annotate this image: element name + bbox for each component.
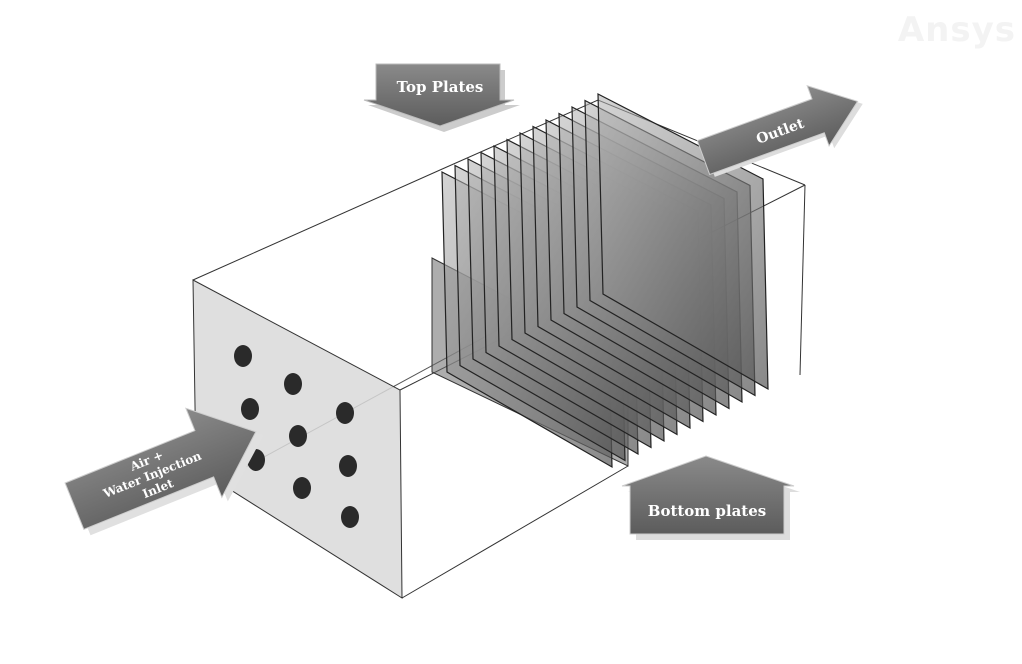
bottom-plates-arrow: Bottom plates [621, 455, 800, 540]
inlet-hole [293, 477, 311, 499]
bottom-plates-label: Bottom plates [648, 502, 766, 520]
top-plates-label: Top Plates [397, 78, 484, 96]
box-bottom-edge [401, 465, 629, 599]
inlet-hole [289, 425, 307, 447]
inlet-hole [339, 455, 357, 477]
inlet-hole [241, 398, 259, 420]
inlet-hole [284, 373, 302, 395]
plates-group [431, 93, 769, 469]
inlet-hole [234, 345, 252, 367]
inlet-holes [234, 345, 359, 528]
ansys-watermark: Ansys [897, 10, 1016, 50]
top-plates-arrow: Top Plates [363, 63, 520, 132]
box-back-edge [799, 184, 806, 376]
inlet-arrow: Air + Water Injection Inlet [64, 407, 264, 536]
inlet-hole [336, 402, 354, 424]
outlet-arrow: Outlet [696, 84, 863, 177]
inlet-hole [341, 506, 359, 528]
